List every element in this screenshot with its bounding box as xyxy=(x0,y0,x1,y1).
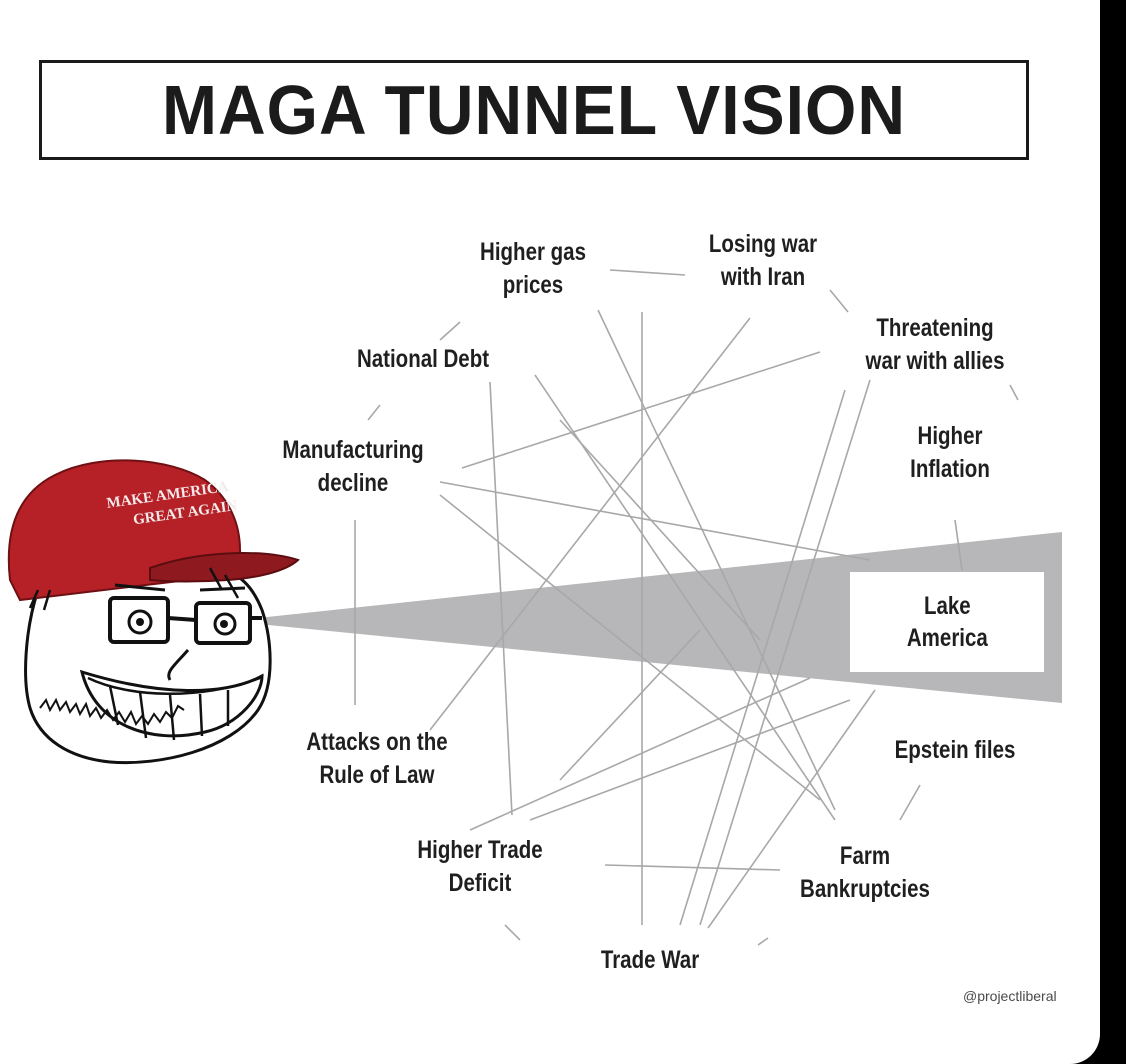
connector-line xyxy=(604,864,781,871)
issue-line: war with allies xyxy=(865,346,1005,375)
issue-higher-inflation: Higher Inflation xyxy=(893,420,1008,485)
connector-line xyxy=(504,924,521,941)
focus-line-2: America xyxy=(906,624,988,652)
watermark-credit: @projectliberal xyxy=(963,988,1057,1004)
connector-line xyxy=(489,381,513,816)
screenshot-edge xyxy=(1100,0,1126,1064)
issue-line: Epstein files xyxy=(894,736,1016,764)
connector-line xyxy=(461,351,821,469)
issue-losing-war-iran: Losing war with Iran xyxy=(702,228,825,293)
focus-box-lake-america: Lake America xyxy=(850,572,1044,672)
issue-line: Losing war xyxy=(708,230,818,258)
focus-line-1: Lake xyxy=(923,591,971,620)
eyebrows xyxy=(114,583,246,592)
issue-threatening-war: Threatening war with allies xyxy=(841,312,1030,377)
issue-manufacturing-decline: Manufacturing decline xyxy=(267,434,439,499)
connector-line xyxy=(439,481,871,561)
connector-line xyxy=(597,309,836,811)
issue-line: Higher xyxy=(917,422,983,450)
issue-line: Higher gas xyxy=(480,238,586,266)
issue-line: decline xyxy=(317,468,389,497)
connector-line xyxy=(367,404,381,421)
issue-line: Inflation xyxy=(910,454,990,483)
nose xyxy=(167,649,190,681)
connector-line xyxy=(1009,384,1019,401)
meme-card: MAGA TUNNEL VISION xyxy=(0,0,1100,1064)
connector-line xyxy=(559,629,701,781)
issue-farm-bankruptcies: Farm Bankruptcies xyxy=(787,840,943,905)
issue-line: Manufacturing xyxy=(282,436,424,464)
issue-line: prices xyxy=(502,270,564,299)
connector-line xyxy=(439,321,461,341)
wojak-character: MAKE AMERICA GREAT AGAIN xyxy=(7,459,300,765)
issue-national-debt: National Debt xyxy=(337,343,509,376)
connector-line xyxy=(829,289,849,313)
connector-line xyxy=(679,389,846,926)
hat-brim xyxy=(149,552,300,583)
issue-rule-of-law: Attacks on the Rule of Law xyxy=(291,726,463,791)
page-title: MAGA TUNNEL VISION xyxy=(161,71,907,149)
beard-stubble xyxy=(39,697,185,726)
issue-line: Bankruptcies xyxy=(800,874,930,903)
issue-line: National Debt xyxy=(356,345,490,373)
focus-label: Lake America xyxy=(907,590,988,655)
connector-line xyxy=(529,699,851,821)
connector-line xyxy=(439,494,821,801)
connector-line xyxy=(469,677,811,831)
issue-line: Higher Trade xyxy=(417,836,543,864)
issue-line: Farm xyxy=(839,842,891,870)
connector-line xyxy=(559,419,761,641)
issue-trade-war: Trade War xyxy=(584,944,715,977)
connector-line xyxy=(954,519,963,571)
issue-line: with Iran xyxy=(720,262,806,291)
connector-line xyxy=(609,269,686,276)
issue-line: Trade War xyxy=(600,946,700,974)
connector-line xyxy=(707,689,876,929)
right-pupil xyxy=(220,620,228,628)
issue-line: Threatening xyxy=(876,314,994,342)
connector-line xyxy=(699,379,871,926)
issue-line: Rule of Law xyxy=(319,760,435,789)
issue-line: Attacks on the xyxy=(306,728,448,756)
connector-line xyxy=(757,937,769,946)
issue-higher-trade-deficit: Higher Trade Deficit xyxy=(402,834,558,899)
issue-connections xyxy=(354,269,1019,946)
connector-line xyxy=(534,374,836,821)
hair-tufts xyxy=(28,567,240,611)
title-box: MAGA TUNNEL VISION xyxy=(39,60,1029,160)
issue-line: Deficit xyxy=(448,868,512,897)
connector-line xyxy=(899,784,921,821)
left-pupil xyxy=(136,618,144,626)
issue-higher-gas-prices: Higher gas prices xyxy=(472,236,595,301)
connector-line xyxy=(429,317,751,731)
issue-epstein-files: Epstein files xyxy=(873,734,1037,767)
